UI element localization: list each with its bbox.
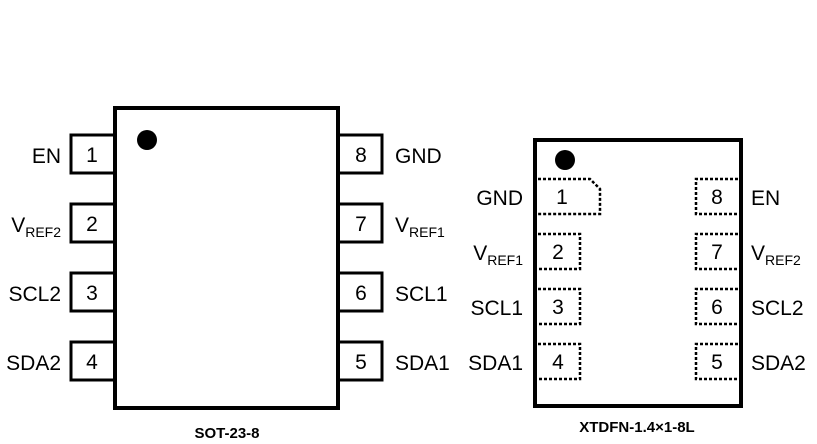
xtdfn-pad-2: 2 VREF1 (473, 232, 582, 271)
pin-label: SDA1 (468, 352, 523, 375)
pin-label: EN (32, 145, 61, 168)
pin-label: SDA1 (395, 352, 450, 375)
pad-outline (694, 342, 738, 381)
xtdfn-package: 1 GND 2 VREF1 3 SCL1 4 SDA1 8 EN 7 VREF2 6 SCL2 5 SDA2… (468, 138, 806, 436)
pin-label: GND (395, 145, 442, 168)
pin-number: 6 (711, 296, 723, 319)
pin1-marker-dot (555, 150, 575, 170)
pin-label: VREF2 (11, 214, 61, 240)
xtdfn-pad-8: 8 EN (694, 177, 780, 216)
pin-number: 5 (711, 351, 723, 374)
xtdfn-pad-6: 6 SCL2 (694, 287, 804, 326)
pin-label: GND (476, 187, 523, 210)
pad-outline (538, 342, 582, 381)
xtdfn-pad-5: 5 SDA2 (694, 342, 806, 381)
pin-number: 8 (711, 186, 723, 209)
pin-label: EN (751, 187, 780, 210)
pin-number: 7 (355, 213, 367, 236)
pin-number: 2 (552, 241, 564, 264)
pin-number: 1 (86, 144, 98, 167)
sot23-body (113, 106, 340, 410)
pin-lead (69, 271, 113, 313)
pin-number: 4 (86, 351, 98, 374)
sot23-caption: SOT-23-8 (194, 425, 259, 442)
pin-number: 3 (552, 296, 564, 319)
pin-lead (69, 133, 113, 175)
xtdfn-pad-3: 3 SCL1 (470, 287, 582, 326)
sot23-pin-1: 1 EN (32, 133, 113, 175)
sot23-pin-7: 7 VREF1 (340, 202, 445, 244)
pin-lead (69, 340, 113, 382)
sot23-package: 1 EN 2 VREF2 3 SCL2 4 SDA2 8 GND 7 VREF1 6 SCL1 5 SDA1… (6, 106, 450, 442)
xtdfn-body (533, 138, 743, 408)
pad-outline (538, 287, 582, 326)
pin1-marker-dot (137, 130, 157, 150)
pin-lead (340, 340, 384, 382)
pin-label: VREF1 (395, 214, 445, 240)
pin-label: SCL2 (751, 297, 804, 320)
pin-lead (340, 202, 384, 244)
sot23-pin-6: 6 SCL1 (340, 271, 448, 313)
pad-outline (694, 287, 738, 326)
pad-outline (538, 177, 602, 216)
pin-label: VREF1 (473, 242, 523, 268)
pin-label: SCL2 (8, 283, 61, 306)
pin-lead (340, 133, 384, 175)
pin-number: 5 (355, 351, 367, 374)
pin-number: 6 (355, 282, 367, 305)
pin-number: 8 (355, 144, 367, 167)
pad-outline (694, 177, 738, 216)
pin-label: SDA2 (6, 352, 61, 375)
pin-lead (69, 202, 113, 244)
pin-label: SCL1 (470, 297, 523, 320)
sot23-pin-8: 8 GND (340, 133, 442, 175)
pin-number: 4 (552, 351, 564, 374)
pad-outline (538, 232, 582, 271)
pin-number: 2 (86, 213, 98, 236)
sot23-pin-5: 5 SDA1 (340, 340, 450, 382)
pin-label: VREF2 (751, 242, 801, 268)
pin-label: SCL1 (395, 283, 448, 306)
pin-number: 3 (86, 282, 98, 305)
pad-outline (694, 232, 738, 271)
pin-lead (340, 271, 384, 313)
xtdfn-pad-4: 4 SDA1 (468, 342, 582, 381)
sot23-pin-3: 3 SCL2 (8, 271, 113, 313)
xtdfn-caption: XTDFN-1.4×1-8L (579, 419, 694, 436)
pin-number: 7 (711, 241, 723, 264)
pin-label: SDA2 (751, 352, 806, 375)
pin-number: 1 (556, 186, 568, 209)
sot23-pin-2: 2 VREF2 (11, 202, 113, 244)
xtdfn-pad-1: 1 GND (476, 177, 602, 216)
sot23-pin-4: 4 SDA2 (6, 340, 113, 382)
xtdfn-pad-7: 7 VREF2 (694, 232, 801, 271)
